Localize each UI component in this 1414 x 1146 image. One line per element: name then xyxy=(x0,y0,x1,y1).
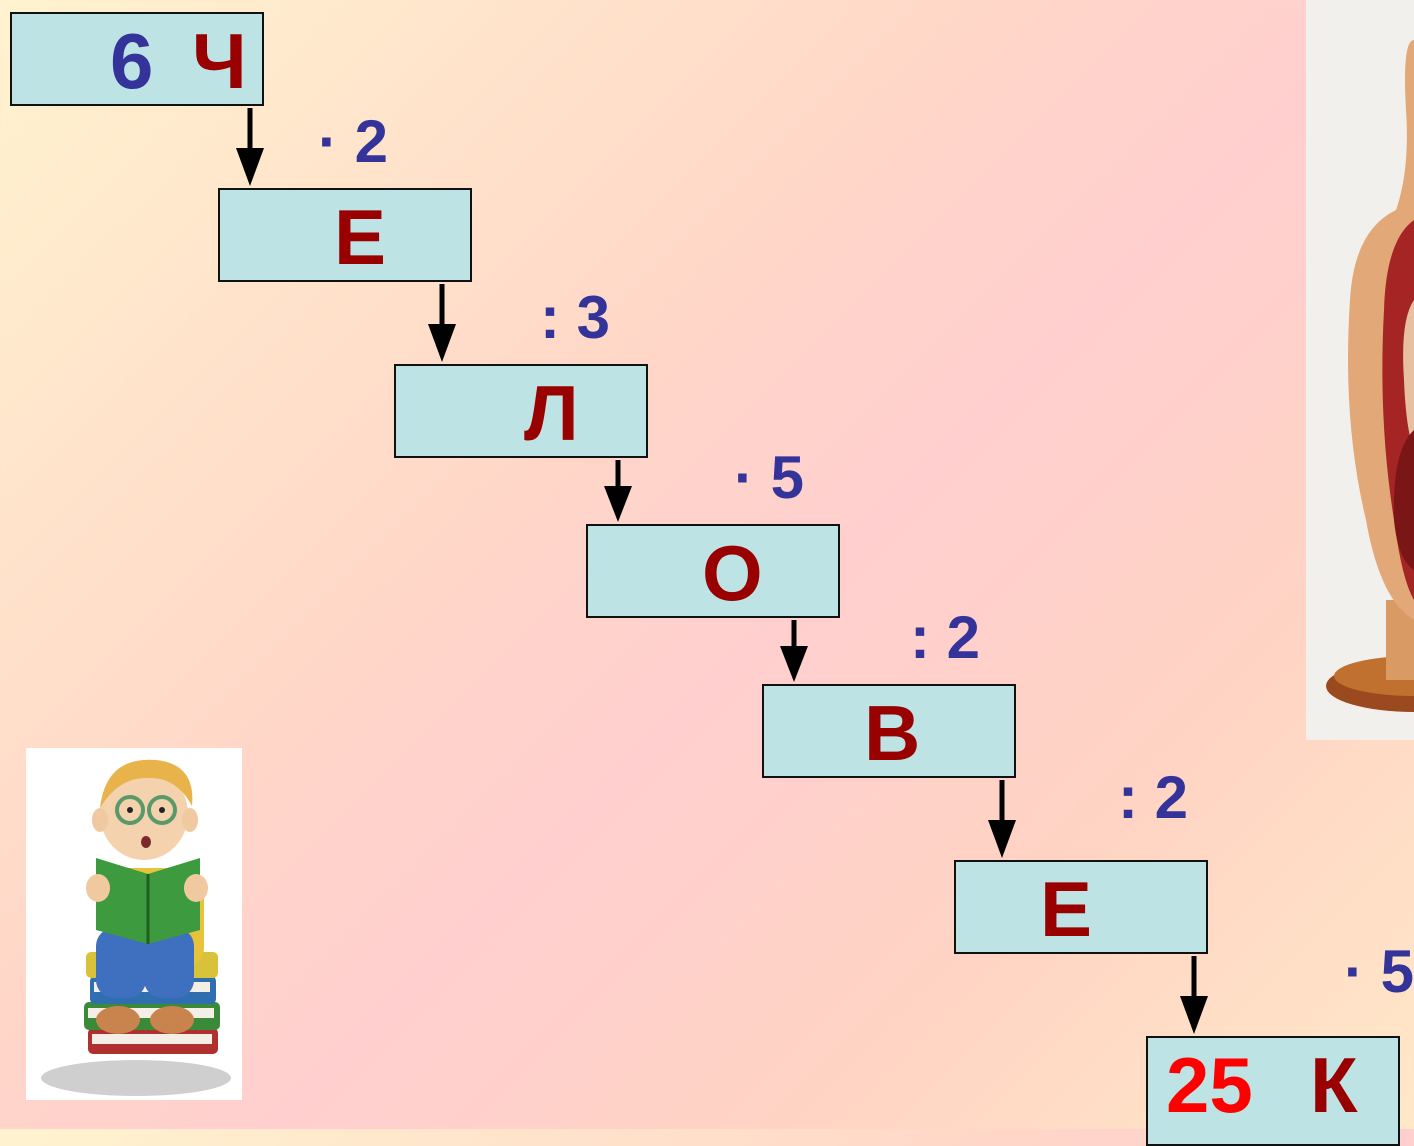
start-letter: Ч xyxy=(192,14,247,108)
anatomy-torso-illustration xyxy=(1306,0,1414,740)
operation-label-3: · 5 xyxy=(734,448,804,508)
step-1-letter: Е xyxy=(334,190,386,284)
chain-box-result: 25 К xyxy=(1146,1036,1400,1146)
down-arrow-icon xyxy=(422,284,462,364)
down-arrow-icon xyxy=(982,780,1022,860)
start-number: 6 xyxy=(110,14,153,108)
result-number: 25 xyxy=(1166,1038,1253,1132)
step-2-letter: Л xyxy=(524,366,579,460)
down-arrow-icon xyxy=(598,460,638,524)
operation-label-1: · 2 xyxy=(318,112,388,172)
chain-box-2: Л xyxy=(394,364,648,458)
chain-box-4: В xyxy=(762,684,1016,778)
reading-boy-illustration xyxy=(26,748,242,1100)
chain-box-3: О xyxy=(586,524,840,618)
operation-label-2: : 3 xyxy=(540,288,610,348)
down-arrow-icon xyxy=(230,108,270,188)
down-arrow-icon xyxy=(774,620,814,684)
chain-box-start: 6 Ч xyxy=(10,12,264,106)
down-arrow-icon xyxy=(1174,956,1214,1036)
chain-box-5: Е xyxy=(954,860,1208,954)
operation-label-6: · 5 xyxy=(1344,942,1414,1002)
operation-label-5: : 2 xyxy=(1118,768,1188,828)
chain-box-1: Е xyxy=(218,188,472,282)
step-5-letter: Е xyxy=(1040,862,1092,956)
step-3-letter: О xyxy=(702,526,763,620)
step-4-letter: В xyxy=(864,686,920,780)
result-letter: К xyxy=(1310,1038,1358,1132)
operation-label-4: : 2 xyxy=(910,608,980,668)
